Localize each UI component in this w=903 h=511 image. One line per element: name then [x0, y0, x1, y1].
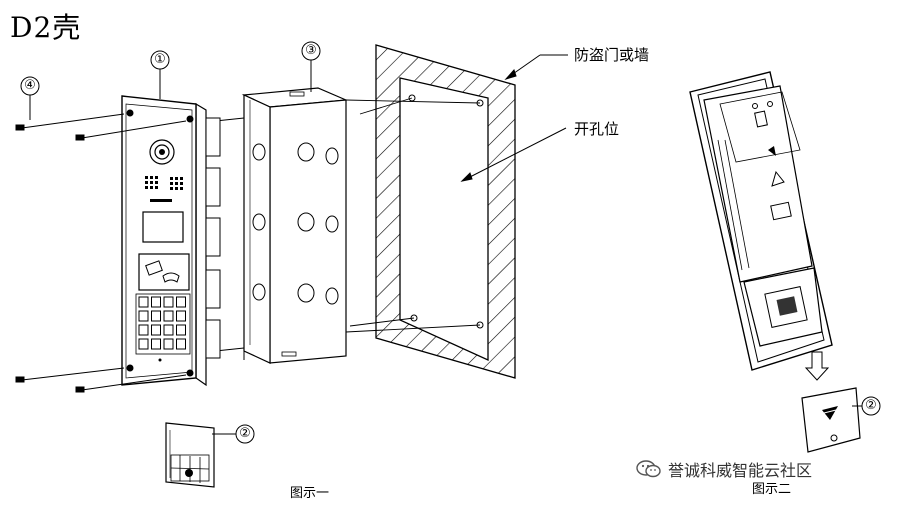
keypad-key: [138, 310, 149, 322]
screws: [15, 113, 187, 393]
front-panel: [121, 95, 197, 386]
keypad-key: [163, 310, 174, 322]
callout-3: ③: [305, 43, 317, 58]
label-door-or-wall: 防盗门或墙: [574, 46, 650, 64]
keypad-key: [176, 296, 186, 308]
keypad-key: [151, 324, 161, 336]
keypad-key: [151, 338, 161, 350]
wechat-icon: [636, 460, 661, 478]
keypad: [138, 296, 186, 350]
keypad-key: [163, 296, 174, 308]
caption-figure-2: 图示二: [752, 482, 792, 497]
keypad-key: [176, 324, 186, 336]
callout-4: ④: [24, 78, 36, 93]
leader-lines: [29, 54, 862, 435]
callout-circles: [20, 41, 881, 444]
callout-2-left: ②: [239, 426, 251, 441]
watermark: 誉诚科威智能云社区: [636, 457, 812, 481]
pointer-arrows: [460, 54, 567, 182]
callout-1: ①: [154, 52, 166, 67]
page-title: D2壳: [10, 11, 82, 44]
keypad-cover-small: [165, 422, 215, 488]
keypad-key: [163, 324, 174, 336]
keypad-key: [176, 338, 186, 350]
keypad-key: [163, 338, 174, 350]
keypad-key: [176, 310, 186, 322]
keypad-key: [151, 296, 161, 308]
watermark-text: 誉诚科威智能云社区: [668, 461, 813, 480]
keypad-key: [151, 310, 161, 322]
wall-panel: [375, 44, 516, 379]
panel-flange: [195, 102, 221, 387]
keypad-key: [138, 324, 149, 336]
keypad-key: [138, 296, 149, 308]
side-view-unit: [689, 71, 833, 381]
back-box: [241, 87, 347, 364]
cover-plate: [801, 387, 861, 453]
caption-figure-1: 图示一: [290, 486, 330, 501]
callout-2-right: ②: [865, 398, 877, 413]
keypad-key: [138, 338, 149, 350]
label-opening: 开孔位: [574, 120, 620, 138]
